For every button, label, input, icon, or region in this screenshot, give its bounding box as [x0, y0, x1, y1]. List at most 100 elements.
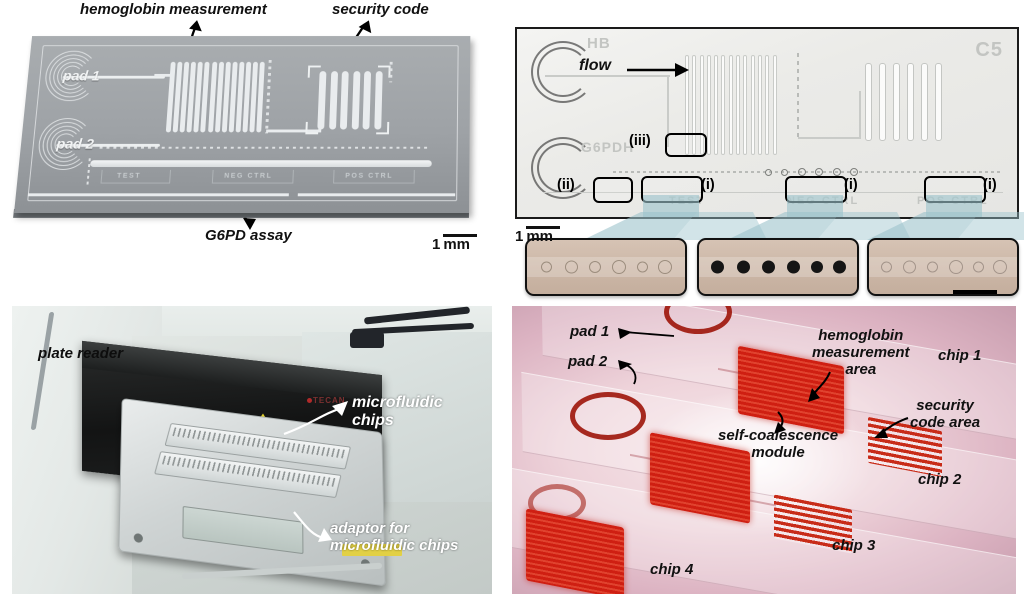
roi-label-i-test: (i)	[701, 177, 715, 193]
chip-label-1: chip 1	[938, 347, 982, 364]
annotation-pad-1: pad 1	[570, 323, 610, 340]
g6pd-label-pos: POS CTRL	[345, 172, 394, 180]
roi-label-i-pos: (i)	[983, 177, 997, 193]
beam-neg	[787, 195, 843, 217]
roi-label-ii: (ii)	[557, 177, 575, 193]
scale-value: 1	[515, 228, 524, 245]
g6pd-assay-channel	[90, 160, 432, 168]
inset-neg-spot	[711, 260, 724, 274]
inset-pos-spot	[927, 261, 938, 273]
beam-pos	[926, 195, 982, 217]
blood-chips-image: pad 1 pad 2 hemoglobin measurement area …	[512, 306, 1016, 594]
plate-reader-image: TECAN plate reader microfluidic chips ad…	[12, 306, 492, 594]
chip-body: pad 1 pad 2	[14, 36, 471, 213]
inset-pos-spot	[973, 261, 984, 273]
inset-neg-spot	[762, 260, 775, 274]
tecan-wordmark: TECAN	[313, 396, 346, 405]
annotation-microfluidic-chips: microfluidic chips	[352, 394, 443, 429]
inset-test-spot	[565, 260, 578, 274]
chip-id-label: C5	[975, 39, 1003, 61]
inset-pos-spot	[993, 260, 1007, 274]
scale-unit: mm	[526, 228, 554, 245]
scale-bar-line	[526, 226, 560, 229]
micrograph-image: HB G6PDH C5 TEST NEG CTRL POS CTRL	[515, 27, 1019, 219]
micrograph-mid-channel-up	[859, 91, 861, 138]
chip-label-3: chip 3	[832, 537, 876, 554]
annotation-hemoglobin-area: hemoglobin measurement area	[812, 327, 910, 378]
hemoglobin-serpentine	[165, 61, 267, 133]
chip-label-4: chip 4	[650, 561, 694, 578]
roi-box-ii	[593, 177, 633, 203]
inset-neg-spot	[811, 261, 823, 273]
inset-neg-spot	[737, 260, 750, 274]
inset-neg-spot	[787, 260, 800, 274]
scale-bar-line	[443, 234, 477, 237]
inset-pos-spot	[881, 261, 892, 273]
g6pd-label-test: TEST	[116, 172, 142, 180]
panel-plate-reader-photo: TECAN plate reader microfluidic chips ad…	[12, 306, 492, 594]
pad-2-label: pad 2	[55, 137, 95, 153]
annotation-self-coalescence: self-coalescence module	[718, 427, 839, 461]
inset-test-spot	[612, 260, 626, 274]
security-code-serpentine	[317, 71, 387, 130]
micrograph-g6pd-dotted-lane	[613, 171, 1001, 173]
panel-blood-chips-photo: pad 1 pad 2 hemoglobin measurement area …	[512, 306, 1016, 594]
security-bracket-tl	[307, 65, 321, 78]
faint-mark-g6pdh: G6PDH	[581, 139, 635, 155]
micrograph-pad-2	[531, 137, 595, 199]
inset-test-spot	[541, 261, 552, 273]
annotation-plate-reader: plate reader	[38, 345, 124, 362]
inset-pos-spot	[903, 260, 916, 274]
adaptor-window	[182, 505, 304, 555]
panel-schematic-chip: hemoglobin measurement security code G6P…	[0, 0, 505, 272]
inset-test	[525, 238, 687, 296]
micrograph-g6pd-lane	[543, 192, 1003, 194]
micrograph-mid-channel	[798, 137, 861, 139]
pad-2-blood-ring	[570, 392, 646, 440]
roi-label-iii: (iii)	[629, 133, 651, 149]
security-ticks	[389, 61, 393, 83]
pad-1-label: pad 1	[62, 69, 101, 85]
inset-test-spot	[637, 261, 648, 273]
annotation-pad-2: pad 2	[568, 353, 608, 370]
cable-connector	[350, 332, 384, 348]
adaptor-screw	[133, 532, 143, 544]
inset-neg-spot	[833, 260, 846, 274]
annotation-g6pd-assay: G6PD assay	[205, 227, 292, 244]
beam-test	[643, 195, 699, 217]
annotation-hemoglobin-measurement: hemoglobin measurement	[80, 1, 267, 18]
chip-slot-1-teeth	[172, 427, 346, 459]
security-bracket-br	[376, 121, 390, 135]
annotation-security-code: security code	[332, 1, 429, 18]
annotation-adaptor: adaptor for microfluidic chips	[330, 520, 459, 554]
micrograph-pad-1-inner	[537, 47, 589, 97]
roi-box-iii	[665, 133, 707, 157]
micrograph-tick-column	[797, 53, 799, 139]
micrograph-security-serpentine	[865, 63, 949, 141]
tecan-dot-icon	[307, 398, 312, 404]
g6pd-dotted-guide	[99, 146, 431, 149]
chip-bottom-rail-right	[297, 193, 456, 197]
inset-neg	[697, 238, 859, 296]
flow-channel-vertical	[667, 75, 669, 147]
chip-label-2: chip 2	[918, 471, 962, 488]
inset-pos	[867, 238, 1019, 296]
scale-unit: mm	[443, 236, 471, 253]
annotation-flow: flow	[579, 57, 611, 74]
inset-test-spot	[589, 261, 601, 273]
micrograph-spot-row-neg	[765, 163, 859, 181]
chip-bottom-rail-left	[27, 193, 289, 197]
panel-chip-micrograph: HB G6PDH C5 TEST NEG CTRL POS CTRL	[505, 0, 1024, 310]
inset-test-spot	[658, 260, 672, 274]
inset-pos-spot	[949, 260, 963, 274]
flow-arrow-icon	[627, 63, 689, 77]
security-bracket-bl	[305, 121, 319, 135]
annotation-security-area: security code area	[910, 397, 981, 431]
micrograph-hemoglobin-serpentine	[685, 55, 780, 155]
inset-scale-bar	[953, 290, 997, 294]
instrument-warning-sticker	[342, 544, 402, 556]
roi-label-i-neg: (i)	[844, 177, 858, 193]
faint-mark-hb: HB	[587, 35, 611, 52]
flow-channel-horizontal	[545, 75, 670, 77]
